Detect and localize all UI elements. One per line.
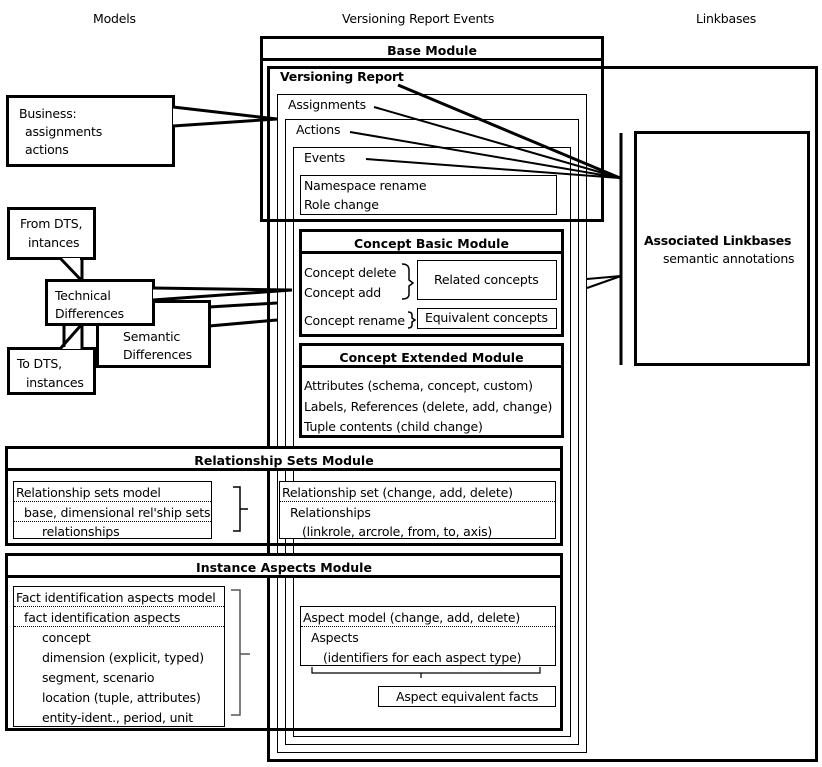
relationship-model-item: relationships (42, 524, 120, 539)
concept-delete-label: Concept delete (304, 265, 397, 280)
concept-extended-item: Tuple contents (child change) (304, 419, 483, 434)
event-item: Namespace rename (304, 178, 427, 193)
business-pointer-line (172, 117, 278, 128)
instance-aspects-module: Instance Aspects Module Fact identificat… (5, 553, 563, 731)
relationship-model-item: Relationship sets model (14, 482, 211, 502)
semantic-pointer-line (208, 301, 278, 309)
relationship-event-item: Relationship set (change, add, delete) (280, 482, 555, 502)
aspects-underbrace (311, 667, 541, 678)
events-frame (293, 147, 571, 737)
relationship-events-box: Relationship set (change, add, delete) R… (279, 481, 556, 539)
related-concepts-box: Related concepts (417, 260, 557, 300)
aspects-model-item: dimension (explicit, typed) (42, 650, 204, 665)
from-dts-line: intances (28, 235, 80, 250)
aspects-model-box: Fact identification aspects model fact i… (13, 586, 225, 727)
business-callout-line: Business: (19, 106, 77, 121)
from-dts-callout: From DTS, intances (7, 207, 96, 260)
to-dts-line: instances (26, 375, 84, 390)
aspects-model-item: entity-ident., period, unit (42, 710, 194, 725)
concept-extended-module: Concept Extended Module Attributes (sche… (299, 343, 564, 438)
associated-linkbases-box: Associated Linkbases semantic annotation… (634, 131, 810, 366)
aspects-model-item: fact identification aspects (14, 607, 224, 627)
concept-add-label: Concept add (304, 285, 381, 300)
relationship-model-item: base, dimensional rel'ship sets (14, 502, 211, 522)
to-dts-callout: To DTS, instances (7, 347, 96, 395)
concept-rename-bracket (407, 311, 417, 329)
from-dts-line: From DTS, (20, 216, 83, 231)
relationship-model-box: Relationship sets model base, dimensiona… (13, 481, 212, 539)
linkbases-subtitle: semantic annotations (663, 251, 795, 266)
technical-line: Technical (55, 288, 111, 303)
business-pointer-line (172, 105, 278, 121)
concept-extended-item: Attributes (schema, concept, custom) (304, 378, 533, 393)
business-callout-pointer (173, 107, 277, 126)
aspect-equivalent-box: Aspect equivalent facts (378, 686, 556, 707)
events-connector (365, 158, 621, 179)
outer-frame (267, 66, 818, 762)
relationship-sets-module: Relationship Sets Module Relationship se… (5, 446, 563, 546)
relationship-bracket (233, 486, 248, 532)
concept-extended-item: Labels, References (delete, add, change) (304, 399, 553, 414)
actions-label: Actions (296, 122, 341, 137)
aspect-equivalent-label: Aspect equivalent facts (396, 689, 539, 704)
business-callout-line: assignments (25, 124, 103, 139)
base-module: Base Module (260, 36, 604, 222)
instance-aspects-title: Instance Aspects Module (8, 556, 560, 578)
relationship-event-item: Relationships (290, 505, 371, 520)
technical-differences-callout: Technical Differences (45, 279, 155, 326)
aspects-model-item: concept (42, 630, 91, 645)
base-module-title: Base Module (263, 39, 601, 61)
aspects-event-item: Aspect model (change, add, delete) (301, 607, 555, 627)
equivalent-concepts-box: Equivalent concepts (417, 308, 557, 329)
relationship-sets-title: Relationship Sets Module (8, 449, 560, 471)
actions-frame (285, 119, 579, 745)
aspects-event-item: (identifiers for each aspect type) (323, 650, 522, 665)
business-callout-line: actions (25, 142, 69, 157)
equivalent-concepts-label: Equivalent concepts (425, 310, 548, 325)
to-dts-line: To DTS, (17, 356, 62, 371)
semantic-pointer-line (208, 318, 278, 328)
column-heading-models: Models (93, 11, 136, 26)
column-heading-events: Versioning Report Events (342, 11, 495, 26)
technical-pointer-line (152, 286, 293, 292)
aspects-model-item: location (tuple, attributes) (42, 690, 201, 705)
relationship-event-item: (linkrole, arcrole, from, to, axis) (302, 524, 493, 539)
concept-basic-module: Concept Basic Module Concept delete Conc… (299, 229, 564, 337)
event-items-box: Namespace rename Role change (300, 175, 557, 215)
semantic-line: Semantic (123, 329, 181, 344)
semantic-line: Differences (123, 347, 192, 362)
technical-line: Differences (55, 306, 124, 321)
aspects-events-box: Aspect model (change, add, delete) Aspec… (300, 606, 556, 666)
assignments-label: Assignments (288, 97, 366, 112)
versioning-report-connector (397, 83, 621, 180)
concept-rename-label: Concept rename (304, 313, 405, 328)
actions-connector (349, 131, 621, 179)
assignments-frame (277, 94, 587, 753)
events-label: Events (304, 150, 346, 165)
aspects-bracket (231, 589, 250, 716)
aspects-event-item: Aspects (311, 630, 359, 645)
concept-add-delete-bracket (401, 263, 415, 300)
related-concepts-label: Related concepts (434, 272, 539, 287)
from-dts-pointer-line (58, 256, 84, 283)
event-item: Role change (304, 197, 379, 212)
assignments-connector (373, 106, 621, 179)
concept-extended-title: Concept Extended Module (302, 346, 561, 368)
aspects-model-item: Fact identification aspects model (14, 587, 224, 607)
concept-module-connector (586, 275, 622, 289)
concept-module-connector (586, 275, 622, 280)
linkbases-title: Associated Linkbases (644, 233, 792, 248)
business-callout: Business: assignments actions (6, 95, 175, 167)
aspects-model-item: segment, scenario (42, 670, 155, 685)
column-heading-linkbases: Linkbases (696, 11, 757, 26)
technical-pointer-line (152, 288, 293, 302)
concept-basic-title: Concept Basic Module (302, 232, 561, 254)
versioning-report-label: Versioning Report (280, 69, 404, 84)
